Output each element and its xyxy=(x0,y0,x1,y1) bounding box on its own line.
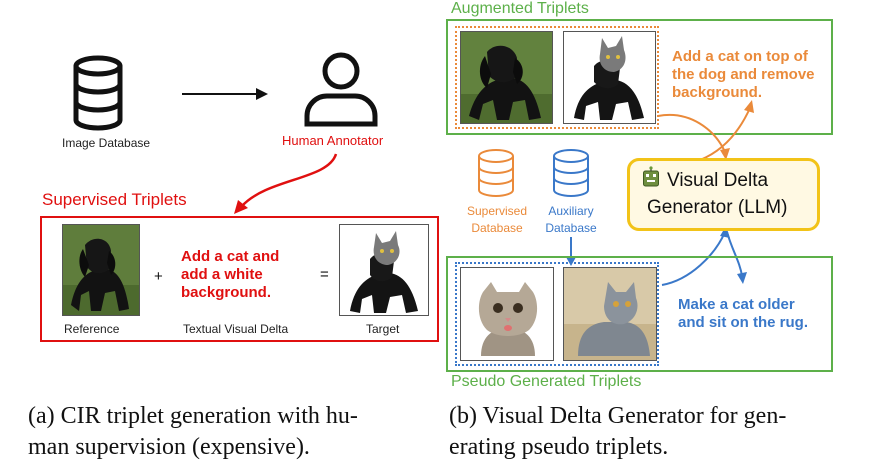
pseudo-triplets-box xyxy=(446,256,833,372)
supervised-triplets-box xyxy=(40,216,439,342)
image-database-icon xyxy=(73,55,123,131)
visual-delta-generator-box xyxy=(627,158,820,231)
supervised-db-line-2: Database xyxy=(471,221,523,235)
caption-b: (b) Visual Delta Generator for gen- erat… xyxy=(449,401,874,463)
pseudo-target-image xyxy=(563,267,657,361)
augmented-images-dotted-frame xyxy=(455,26,659,129)
augmented-reference-image xyxy=(460,31,553,124)
augmented-visual-delta: Add a cat on top of the dog and remove b… xyxy=(672,48,815,102)
plus-sign: + xyxy=(154,268,163,285)
augmented-delta-line-1: Add a cat on top of xyxy=(672,48,808,65)
image-database-label: Image Database xyxy=(62,136,151,150)
pseudo-visual-delta: Make a cat older and sit on the rug. xyxy=(678,296,808,332)
pseudo-delta-line-2: and sit on the rug. xyxy=(678,314,808,331)
pseudo-images-dotted-frame xyxy=(455,262,659,366)
auxiliary-db-line-1: Auxiliary xyxy=(548,204,594,218)
augmented-delta-line-2: the dog and remove xyxy=(672,66,815,83)
target-label: Target xyxy=(366,322,400,336)
augmented-triplets-box xyxy=(446,19,833,135)
auxiliary-db-line-2: Database xyxy=(545,221,597,235)
caption-a-line-2: man supervision (expensive). xyxy=(28,434,310,460)
arrow-annotator-to-triplets xyxy=(234,153,338,214)
delta-line-2: add a white xyxy=(181,266,263,283)
delta-line-3: background. xyxy=(181,284,272,301)
equals-sign: = xyxy=(320,266,329,283)
generator-label-line-1: Visual Delta xyxy=(667,170,769,191)
augmented-triplets-title: Augmented Triplets xyxy=(451,0,589,17)
pseudo-delta-line-1: Make a cat older xyxy=(678,296,795,313)
supervised-triplets-title: Supervised Triplets xyxy=(42,190,187,209)
delta-line-1: Add a cat and xyxy=(181,248,280,265)
reference-image xyxy=(62,224,140,316)
caption-b-line-2: erating pseudo triplets. xyxy=(449,434,669,460)
pseudo-triplets-title: Pseudo Generated Triplets xyxy=(451,373,642,390)
robot-icon xyxy=(643,166,659,187)
arrow-database-to-annotator xyxy=(182,88,268,100)
supervised-database-icon xyxy=(478,149,514,197)
supervised-database-label: Supervised Database xyxy=(462,203,532,237)
supervised-visual-delta: Add a cat and add a white background. xyxy=(181,248,279,302)
caption-b-line-1: (b) Visual Delta Generator for gen- xyxy=(449,403,787,429)
textual-delta-label: Textual Visual Delta xyxy=(183,322,289,336)
auxiliary-database-icon xyxy=(553,149,589,197)
person-icon xyxy=(304,52,378,127)
augmented-target-image xyxy=(563,31,656,124)
caption-a: (a) CIR triplet generation with hu- man … xyxy=(28,401,446,463)
reference-label: Reference xyxy=(64,322,120,336)
auxiliary-database-label: Auxiliary Database xyxy=(536,203,606,237)
generator-arrows xyxy=(566,100,754,286)
generator-label-line-2: Generator (LLM) xyxy=(647,197,788,218)
augmented-delta-line-3: background. xyxy=(672,84,763,101)
pseudo-reference-image xyxy=(460,267,554,361)
supervised-db-line-1: Supervised xyxy=(466,204,528,218)
target-image xyxy=(339,224,429,316)
human-annotator-label: Human Annotator xyxy=(282,133,384,148)
caption-a-line-1: (a) CIR triplet generation with hu- xyxy=(28,403,358,429)
